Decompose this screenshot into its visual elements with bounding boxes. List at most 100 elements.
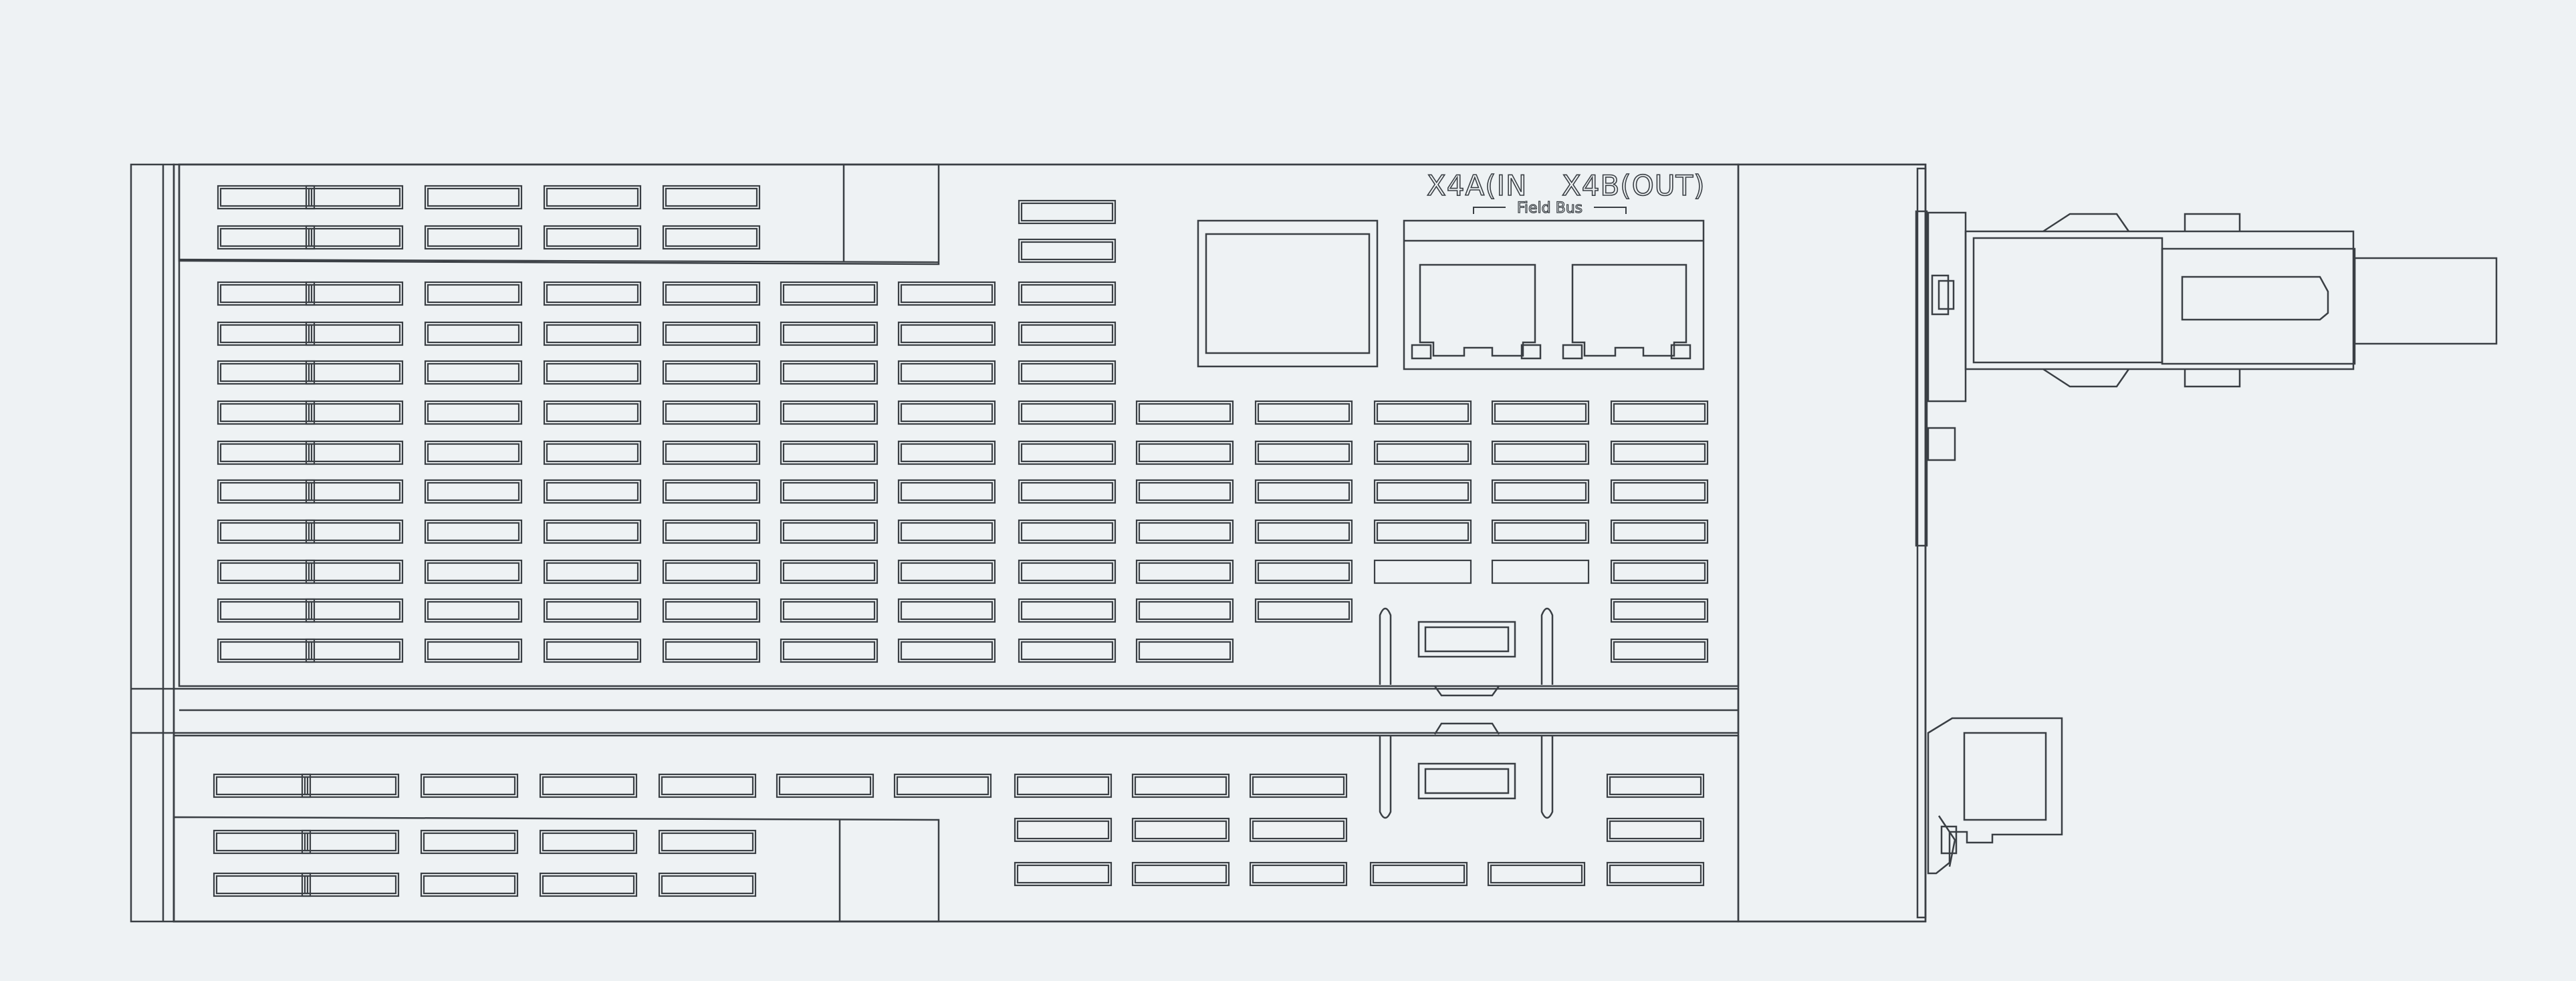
vent-slot-lower xyxy=(1014,817,1113,843)
vent-slot-inner xyxy=(665,324,758,344)
vent-slot-inner xyxy=(665,562,758,582)
vent-slot-inner xyxy=(1020,202,1114,222)
vent-slot-inner xyxy=(1494,481,1587,502)
vent-slot xyxy=(1254,519,1353,544)
center-latch[interactable] xyxy=(1379,607,1554,819)
ventilation-slots xyxy=(179,185,1709,897)
vent-slot-inner xyxy=(427,403,520,423)
vent-slot xyxy=(1610,638,1709,663)
vent-slot xyxy=(424,598,523,623)
vent-slot-lower-cover-inner xyxy=(661,832,754,852)
clip-left-upper xyxy=(1379,607,1392,685)
vent-slot-lower xyxy=(1131,773,1230,798)
vent-slot-lower xyxy=(539,773,638,798)
vent-slot-inner xyxy=(1020,362,1114,383)
vent-slot-top-cover xyxy=(662,225,761,250)
vent-slot-lower xyxy=(301,773,400,798)
field-bus-ports[interactable] xyxy=(1403,219,1705,370)
vent-slot-inner xyxy=(219,284,313,304)
vent-slot-lower xyxy=(1131,861,1230,887)
vent-slot xyxy=(897,400,996,425)
vent-slot xyxy=(780,638,879,663)
vent-slot xyxy=(543,321,642,346)
vent-slot-inner xyxy=(308,284,401,304)
lower-module-cover xyxy=(172,816,940,923)
vent-slot xyxy=(1610,598,1709,623)
display-screen xyxy=(1205,233,1371,354)
vent-slot-lower-inner xyxy=(1609,864,1702,884)
vent-slot-lower xyxy=(1249,861,1348,887)
vent-slot xyxy=(424,519,523,544)
vent-slot-inner xyxy=(1257,562,1351,582)
vent-slot-inner xyxy=(665,641,758,661)
vent-slot xyxy=(1373,559,1472,584)
vent-slot xyxy=(1254,559,1353,584)
device-body-outline xyxy=(130,163,1928,923)
vent-slot-lower-inner xyxy=(896,776,989,796)
vent-slot xyxy=(305,479,404,504)
vent-slot xyxy=(305,598,404,623)
top-left-cover xyxy=(178,163,940,265)
vent-slot xyxy=(897,440,996,465)
terminal-plug-screw xyxy=(1940,825,1958,855)
vent-slot-lower-cover xyxy=(539,872,638,897)
vent-slot-lower xyxy=(1249,773,1348,798)
vent-slot-inner xyxy=(1138,562,1232,582)
vent-slot xyxy=(543,598,642,623)
cable xyxy=(2353,257,2498,345)
vent-slot-inner xyxy=(1494,403,1587,423)
vent-slot-lower-cover-inner xyxy=(304,832,397,852)
vent-slot-lower-cover xyxy=(658,872,757,897)
latch-lower[interactable] xyxy=(1417,762,1516,800)
port-out-outline xyxy=(1571,263,1687,357)
ethernet-port-icon[interactable] xyxy=(1411,263,1542,360)
vent-slot xyxy=(305,440,404,465)
vent-slot xyxy=(897,360,996,385)
clip-left-lower xyxy=(1379,736,1392,819)
vent-slot-lower xyxy=(1369,861,1468,887)
vent-slot xyxy=(1491,440,1590,465)
vent-slot xyxy=(305,559,404,584)
vent-slot-inner xyxy=(1020,324,1114,344)
upper-housing-panel xyxy=(178,163,1740,687)
vent-slot xyxy=(897,479,996,504)
vent-slot-inner xyxy=(546,362,639,383)
vent-slot xyxy=(780,519,879,544)
vent-slot-inner xyxy=(900,362,993,383)
vent-slot xyxy=(305,638,404,663)
vent-slot-lower-inner xyxy=(778,776,872,796)
vent-slot xyxy=(424,400,523,425)
vent-slot xyxy=(1135,440,1234,465)
vent-slot-lower-cover-inner xyxy=(304,875,397,895)
vent-slot-lower-inner xyxy=(542,776,635,796)
vent-slot-inner xyxy=(1613,641,1706,661)
vent-slot-inner xyxy=(1257,481,1351,502)
vent-slot-inner xyxy=(900,641,993,661)
latch-upper[interactable] xyxy=(1417,621,1516,658)
terminal-plug[interactable] xyxy=(1927,717,2063,875)
vent-slot-inner xyxy=(427,522,520,542)
ethernet-port-icon[interactable] xyxy=(1562,263,1691,360)
vent-slot-lower-cover xyxy=(420,829,519,855)
left-mounting-rail xyxy=(130,163,175,923)
vent-slot-inner xyxy=(665,284,758,304)
connector-sleeve xyxy=(2161,247,2356,365)
vent-slot xyxy=(662,360,761,385)
vent-slot-inner xyxy=(427,324,520,344)
vent-slot xyxy=(217,598,316,623)
vent-slot-inner xyxy=(1257,522,1351,542)
vent-slot-inner xyxy=(1494,443,1587,463)
vent-slot-top-cover xyxy=(305,225,404,250)
vent-slot xyxy=(1135,638,1234,663)
vent-slot xyxy=(543,638,642,663)
vent-slot-inner xyxy=(219,522,313,542)
vent-slot-top-cover-inner xyxy=(308,187,401,207)
vent-slot-inner xyxy=(546,481,639,502)
vent-slot-inner xyxy=(427,641,520,661)
vent-slot xyxy=(305,519,404,544)
vent-slot xyxy=(1610,479,1709,504)
vent-slot-top-cover-inner xyxy=(546,227,639,247)
cable-connector[interactable] xyxy=(1927,211,2498,461)
vent-slot xyxy=(1135,598,1234,623)
